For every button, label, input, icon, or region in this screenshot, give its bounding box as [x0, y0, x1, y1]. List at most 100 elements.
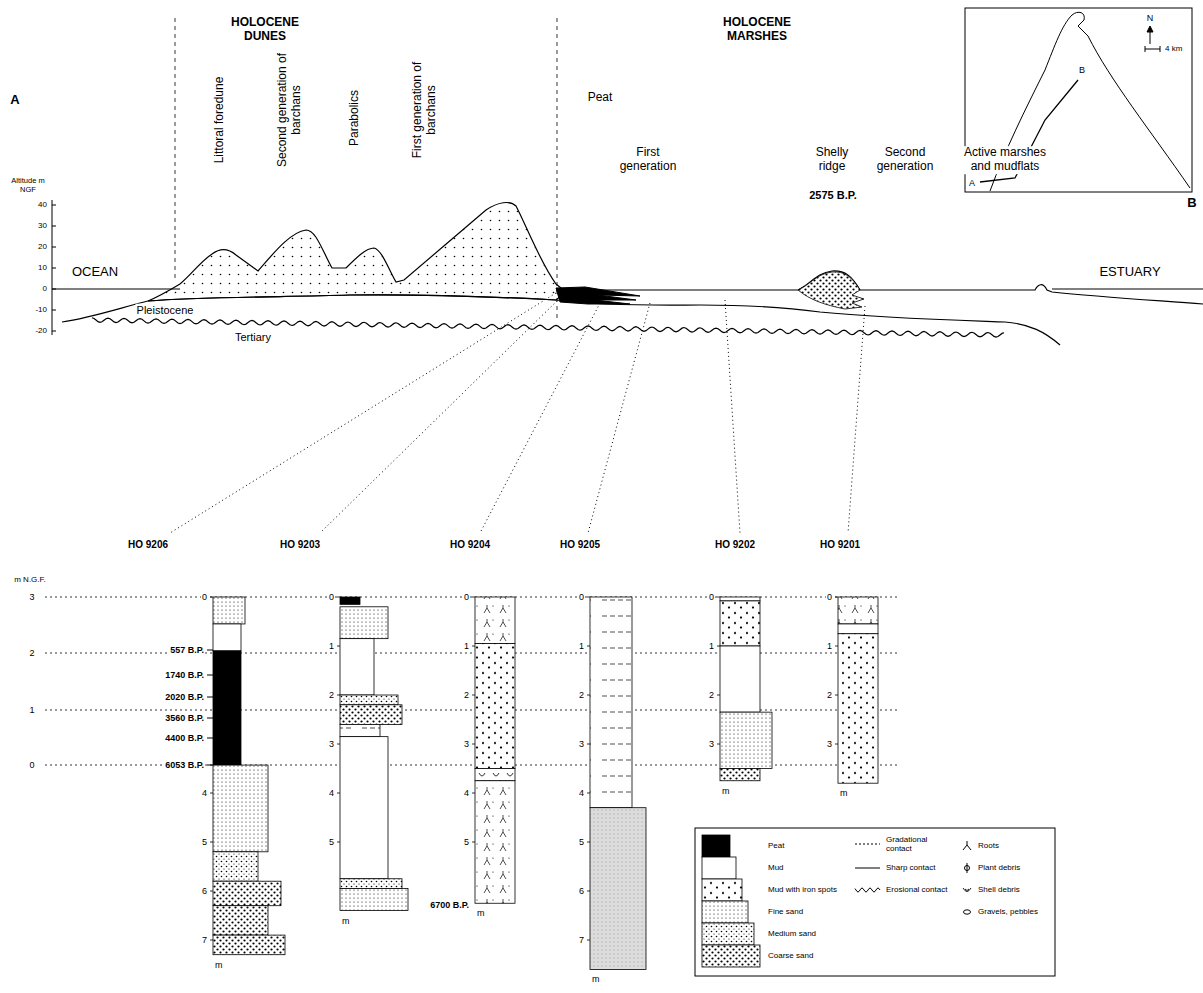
depth-tick-mark: [587, 793, 590, 794]
leader-line: [848, 306, 865, 533]
depth-tick: 0: [578, 592, 585, 602]
date-label: 3560 B.P.: [164, 713, 205, 723]
leader-line: [725, 300, 740, 533]
core-layer: [475, 769, 515, 781]
legend-sample: [964, 910, 971, 914]
date-label: 1740 B.P.: [164, 670, 205, 680]
depth-tick: 0: [201, 592, 208, 602]
core-log: [587, 597, 646, 969]
legend-sample: [702, 879, 742, 901]
peat-wedge: [556, 287, 640, 304]
legend-sample: [963, 888, 971, 892]
shelly-ridge: [798, 272, 864, 309]
depth-tick: 7: [201, 935, 208, 945]
axis-tick: 40: [37, 200, 48, 209]
core-layer: [213, 852, 258, 881]
dune-body: [148, 203, 566, 301]
marsh-label: Second generation: [867, 146, 944, 174]
depth-tick: 1: [578, 641, 585, 651]
legend-label: Plant debris: [977, 863, 1021, 872]
legend-label: Coarse sand: [767, 951, 814, 960]
core-layer: [340, 889, 408, 911]
legend-sample: [855, 844, 880, 845]
depth-unit: m: [721, 786, 731, 796]
depth-tick-mark: [587, 744, 590, 745]
divider-line: [175, 18, 176, 282]
axis-title: Altitude m NGF: [6, 177, 50, 194]
date-label: 2020 B.P.: [164, 692, 205, 702]
core-layer: [720, 597, 760, 601]
core-layer: [720, 601, 760, 646]
sea-level: [52, 289, 180, 290]
core-name: HO 9201: [819, 539, 861, 551]
core-layer: [340, 705, 402, 725]
axis-tick: 0: [28, 760, 35, 770]
core-layer: [475, 781, 515, 904]
core-name: HO 9203: [279, 539, 321, 551]
depth-tick-mark: [337, 597, 340, 598]
marsh-label: Active marshes and mudflats: [954, 146, 1056, 174]
depth-tick: 3: [826, 739, 833, 749]
region-heading: HOLOCENE DUNES: [214, 16, 316, 44]
depth-tick-mark: [210, 891, 213, 892]
dune-label: Parabolics: [348, 89, 362, 147]
core-name: HO 9205: [559, 539, 601, 551]
roots-symbol: [963, 841, 971, 850]
date-label: 6053 B.P.: [164, 760, 205, 770]
shell-symbol: [963, 888, 971, 892]
unit-label: Pleistocene: [136, 304, 195, 317]
depth-tick: 0: [826, 592, 833, 602]
depth-tick-mark: [210, 940, 213, 941]
erosional-contact: [92, 318, 1004, 337]
depth-tick-mark: [337, 646, 340, 647]
core-layer: [213, 765, 268, 852]
axis-tick: 0: [42, 284, 48, 293]
depth-tick: 5: [463, 837, 470, 847]
depth-tick-mark: [717, 646, 720, 647]
legend-symbols: [702, 835, 971, 967]
core-log: [835, 597, 878, 783]
core-layer: [838, 634, 878, 783]
legend-label: Medium sand: [767, 929, 817, 938]
leader-line: [588, 303, 650, 533]
date-label: 4400 B.P.: [164, 733, 205, 743]
axis-tick: 2: [28, 648, 35, 658]
core-log: [337, 597, 408, 911]
north-arrow: [1147, 26, 1153, 32]
depth-tick: 2: [826, 690, 833, 700]
depth-tick: 6: [201, 886, 208, 896]
depth-tick-mark: [587, 940, 590, 941]
legend-label: Erosional contact: [885, 885, 948, 894]
depth-tick-mark: [587, 695, 590, 696]
legend-sample: [965, 863, 970, 873]
depth-tick: 1: [826, 641, 833, 651]
depth-tick-mark: [472, 695, 475, 696]
depth-tick: 3: [463, 739, 470, 749]
legend-sample: [963, 841, 971, 850]
depth-tick: 5: [578, 837, 585, 847]
depth-tick-mark: [717, 744, 720, 745]
section-end: B: [1078, 65, 1086, 75]
legend-label: Fine sand: [767, 907, 804, 916]
date-label: 6700 B.P.: [429, 900, 470, 910]
leader-line: [480, 303, 600, 533]
depth-tick: 1: [463, 641, 470, 651]
marsh-label: First generation: [607, 146, 689, 174]
depth-tick-mark: [210, 842, 213, 843]
core-name: HO 9204: [449, 539, 491, 551]
leader-line: [320, 298, 560, 533]
core-layer: [720, 712, 772, 768]
depth-tick: 0: [328, 592, 335, 602]
depth-tick-mark: [587, 891, 590, 892]
core-layer: [340, 695, 398, 705]
date-label: 557 B.P.: [169, 645, 205, 655]
depth-tick-mark: [337, 695, 340, 696]
section-end: A: [968, 178, 976, 188]
depth-tick-mark: [587, 597, 590, 598]
core-layer: [213, 906, 268, 935]
legend-swatch: [702, 857, 736, 879]
date-tick: [207, 650, 213, 765]
depth-tick: 6: [578, 886, 585, 896]
core-layer: [340, 639, 374, 695]
